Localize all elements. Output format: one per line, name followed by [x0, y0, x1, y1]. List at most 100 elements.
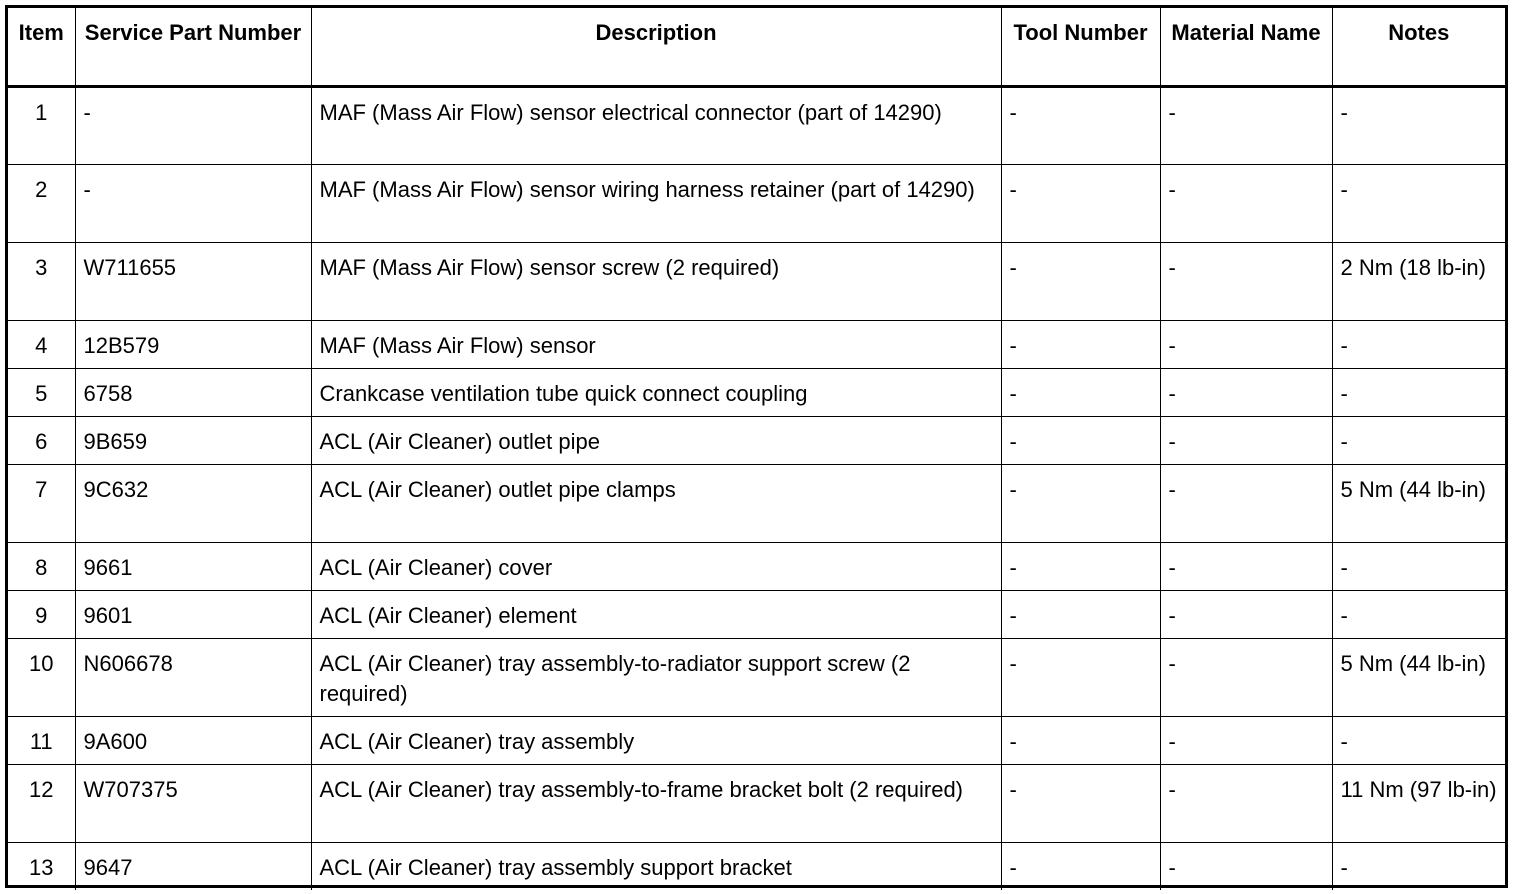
- cell-material-name: -: [1159, 415, 1333, 465]
- cell-notes: -: [1331, 319, 1505, 369]
- cell-material-name: -: [1159, 463, 1333, 543]
- cell-notes: -: [1331, 415, 1505, 465]
- cell-material-name: -: [1159, 85, 1333, 165]
- cell-service-part-number: W707375: [74, 763, 312, 843]
- cell-description: ACL (Air Cleaner) tray assembly support …: [310, 841, 1002, 890]
- cell-material-name: -: [1159, 841, 1333, 890]
- cell-service-part-number: 9A600: [74, 715, 312, 765]
- cell-material-name: -: [1159, 163, 1333, 243]
- cell-tool-number: -: [1000, 589, 1161, 639]
- cell-item: 1: [8, 85, 76, 165]
- parts-table-frame: Item Service Part Number Description Too…: [5, 5, 1508, 890]
- cell-item: 10: [8, 637, 76, 717]
- header-service-part-number: Service Part Number: [74, 8, 312, 88]
- cell-tool-number: -: [1000, 415, 1161, 465]
- cell-tool-number: -: [1000, 637, 1161, 717]
- cell-notes: -: [1331, 367, 1505, 417]
- cell-tool-number: -: [1000, 763, 1161, 843]
- cell-service-part-number: W711655: [74, 241, 312, 321]
- cell-description: MAF (Mass Air Flow) sensor screw (2 requ…: [310, 241, 1002, 321]
- header-notes: Notes: [1331, 8, 1505, 88]
- cell-item: 6: [8, 415, 76, 465]
- table-row: 2 - MAF (Mass Air Flow) sensor wiring ha…: [8, 163, 1505, 243]
- cell-item: 4: [8, 319, 76, 369]
- cell-notes: -: [1331, 715, 1505, 765]
- cell-item: 7: [8, 463, 76, 543]
- cell-description: ACL (Air Cleaner) tray assembly-to-frame…: [310, 763, 1002, 843]
- table-row: 9 9601 ACL (Air Cleaner) element - - -: [8, 589, 1505, 639]
- cell-tool-number: -: [1000, 367, 1161, 417]
- table-row: 13 9647 ACL (Air Cleaner) tray assembly …: [8, 841, 1505, 890]
- cell-service-part-number: 6758: [74, 367, 312, 417]
- cell-description: MAF (Mass Air Flow) sensor electrical co…: [310, 85, 1002, 165]
- cell-material-name: -: [1159, 319, 1333, 369]
- cell-item: 2: [8, 163, 76, 243]
- cell-tool-number: -: [1000, 85, 1161, 165]
- header-material-name: Material Name: [1159, 8, 1333, 88]
- cell-service-part-number: 12B579: [74, 319, 312, 369]
- table-row: 7 9C632 ACL (Air Cleaner) outlet pipe cl…: [8, 463, 1505, 543]
- cell-tool-number: -: [1000, 841, 1161, 890]
- cell-service-part-number: 9647: [74, 841, 312, 890]
- cell-description: ACL (Air Cleaner) outlet pipe clamps: [310, 463, 1002, 543]
- parts-table: Item Service Part Number Description Too…: [8, 8, 1505, 890]
- cell-service-part-number: N606678: [74, 637, 312, 717]
- cell-notes: -: [1331, 841, 1505, 890]
- cell-service-part-number: 9C632: [74, 463, 312, 543]
- table-row: 6 9B659 ACL (Air Cleaner) outlet pipe - …: [8, 415, 1505, 465]
- cell-tool-number: -: [1000, 463, 1161, 543]
- cell-item: 11: [8, 715, 76, 765]
- table-row: 10 N606678 ACL (Air Cleaner) tray assemb…: [8, 637, 1505, 717]
- table-row: 12 W707375 ACL (Air Cleaner) tray assemb…: [8, 763, 1505, 843]
- cell-tool-number: -: [1000, 319, 1161, 369]
- header-item: Item: [8, 8, 76, 88]
- cell-notes: 11 Nm (97 lb-in): [1331, 763, 1505, 843]
- cell-notes: 5 Nm (44 lb-in): [1331, 463, 1505, 543]
- cell-tool-number: -: [1000, 715, 1161, 765]
- cell-description: ACL (Air Cleaner) cover: [310, 541, 1002, 591]
- cell-notes: -: [1331, 541, 1505, 591]
- cell-service-part-number: 9B659: [74, 415, 312, 465]
- header-description: Description: [310, 8, 1002, 88]
- cell-notes: -: [1331, 589, 1505, 639]
- cell-item: 12: [8, 763, 76, 843]
- table-row: 5 6758 Crankcase ventilation tube quick …: [8, 367, 1505, 417]
- cell-description: MAF (Mass Air Flow) sensor: [310, 319, 1002, 369]
- cell-item: 13: [8, 841, 76, 890]
- cell-service-part-number: -: [74, 85, 312, 165]
- header-tool-number: Tool Number: [1000, 8, 1161, 88]
- cell-description: ACL (Air Cleaner) tray assembly-to-radia…: [310, 637, 1002, 717]
- cell-service-part-number: -: [74, 163, 312, 243]
- cell-description: MAF (Mass Air Flow) sensor wiring harnes…: [310, 163, 1002, 243]
- table-header-row: Item Service Part Number Description Too…: [8, 8, 1505, 88]
- table-row: 1 - MAF (Mass Air Flow) sensor electrica…: [8, 85, 1505, 165]
- cell-notes: 5 Nm (44 lb-in): [1331, 637, 1505, 717]
- table-row: 8 9661 ACL (Air Cleaner) cover - - -: [8, 541, 1505, 591]
- cell-description: Crankcase ventilation tube quick connect…: [310, 367, 1002, 417]
- cell-notes: -: [1331, 163, 1505, 243]
- cell-description: ACL (Air Cleaner) element: [310, 589, 1002, 639]
- cell-item: 3: [8, 241, 76, 321]
- cell-tool-number: -: [1000, 541, 1161, 591]
- cell-notes: -: [1331, 85, 1505, 165]
- cell-material-name: -: [1159, 241, 1333, 321]
- table-row: 11 9A600 ACL (Air Cleaner) tray assembly…: [8, 715, 1505, 765]
- cell-item: 9: [8, 589, 76, 639]
- cell-tool-number: -: [1000, 241, 1161, 321]
- cell-material-name: -: [1159, 763, 1333, 843]
- table-row: 4 12B579 MAF (Mass Air Flow) sensor - - …: [8, 319, 1505, 369]
- cell-notes: 2 Nm (18 lb-in): [1331, 241, 1505, 321]
- table-row: 3 W711655 MAF (Mass Air Flow) sensor scr…: [8, 241, 1505, 321]
- cell-item: 5: [8, 367, 76, 417]
- cell-service-part-number: 9661: [74, 541, 312, 591]
- cell-item: 8: [8, 541, 76, 591]
- cell-material-name: -: [1159, 367, 1333, 417]
- cell-description: ACL (Air Cleaner) outlet pipe: [310, 415, 1002, 465]
- cell-service-part-number: 9601: [74, 589, 312, 639]
- cell-description: ACL (Air Cleaner) tray assembly: [310, 715, 1002, 765]
- cell-material-name: -: [1159, 715, 1333, 765]
- cell-tool-number: -: [1000, 163, 1161, 243]
- cell-material-name: -: [1159, 589, 1333, 639]
- cell-material-name: -: [1159, 637, 1333, 717]
- cell-material-name: -: [1159, 541, 1333, 591]
